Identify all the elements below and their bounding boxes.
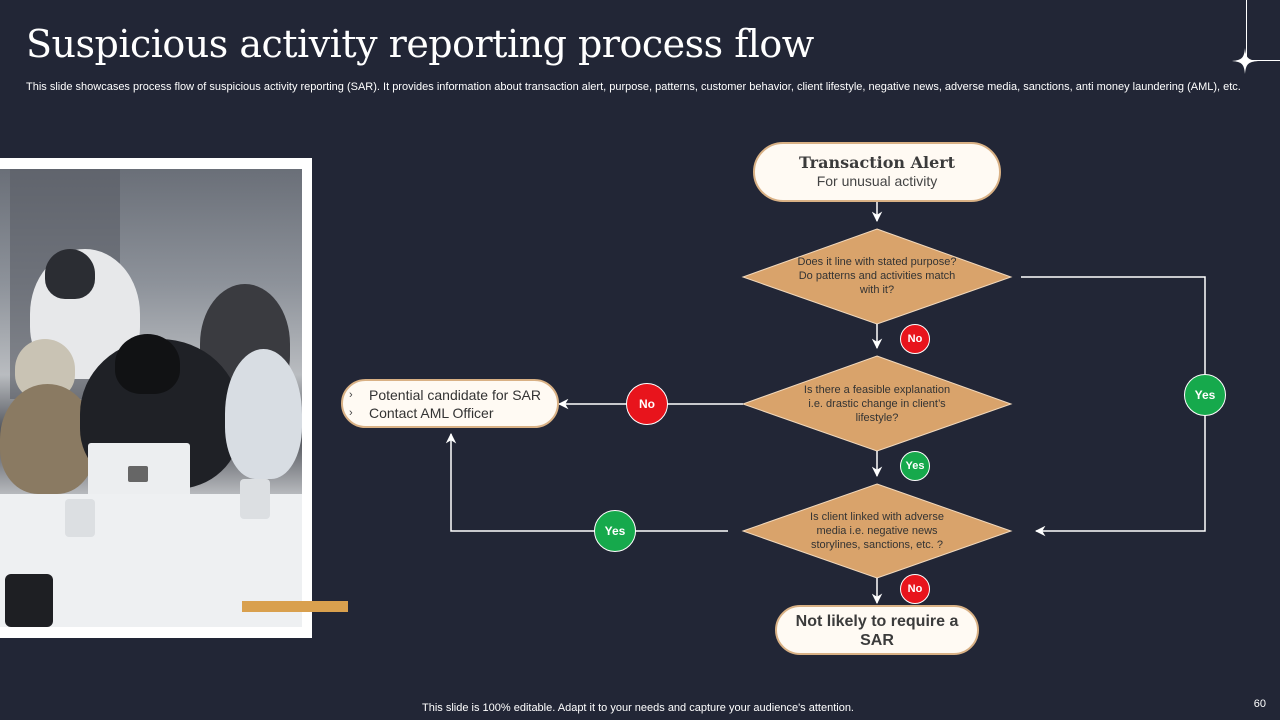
arrow-d1-to-d3 [1021,276,1206,537]
decision-3-text: Is client linked with adverse media i.e.… [810,511,944,551]
page-number: 60 [1253,698,1266,710]
badge-no-d2-to-sar: No [626,383,668,425]
end-node-no-sar: Not likely to require a SAR [775,605,979,655]
chevron-right-icon: › [349,407,353,419]
start-node-title: Transaction Alert [798,153,956,172]
sar-bullet-2: Contact AML Officer [369,405,494,421]
team-photo [0,169,302,627]
badge-yes-d1-to-d3: Yes [1184,374,1226,416]
start-node-transaction-alert: Transaction Alert For unusual activity [753,142,1001,202]
chevron-right-icon: › [349,389,353,401]
badge-no-d1-to-d2: No [900,324,930,354]
decision-1-text: Does it line with stated purpose? Do pat… [797,256,957,296]
badge-yes-d2-to-d3: Yes [900,451,930,481]
sar-bullet-1: Potential candidate for SAR [369,387,541,403]
outcome-node-sar-candidate: › Potential candidate for SAR › Contact AM… [341,379,559,428]
decorative-horizontal-line [1246,60,1280,61]
badge-no-d3-to-end: No [900,574,930,604]
start-node-subtitle: For unusual activity [816,173,938,189]
arrow-d3-to-sar [445,432,728,532]
badge-yes-d3-to-sar: Yes [594,510,636,552]
slide-title: Suspicious activity reporting process fl… [26,22,814,66]
decision-2-text: Is there a feasible explanation i.e. dra… [803,384,951,424]
sparkle-star-icon [1232,48,1258,74]
accent-bar [242,601,348,612]
slide-footer: This slide is 100% editable. Adapt it to… [422,702,854,714]
decorative-vertical-line [1246,0,1247,60]
slide-subtitle: This slide showcases process flow of sus… [26,81,1241,93]
